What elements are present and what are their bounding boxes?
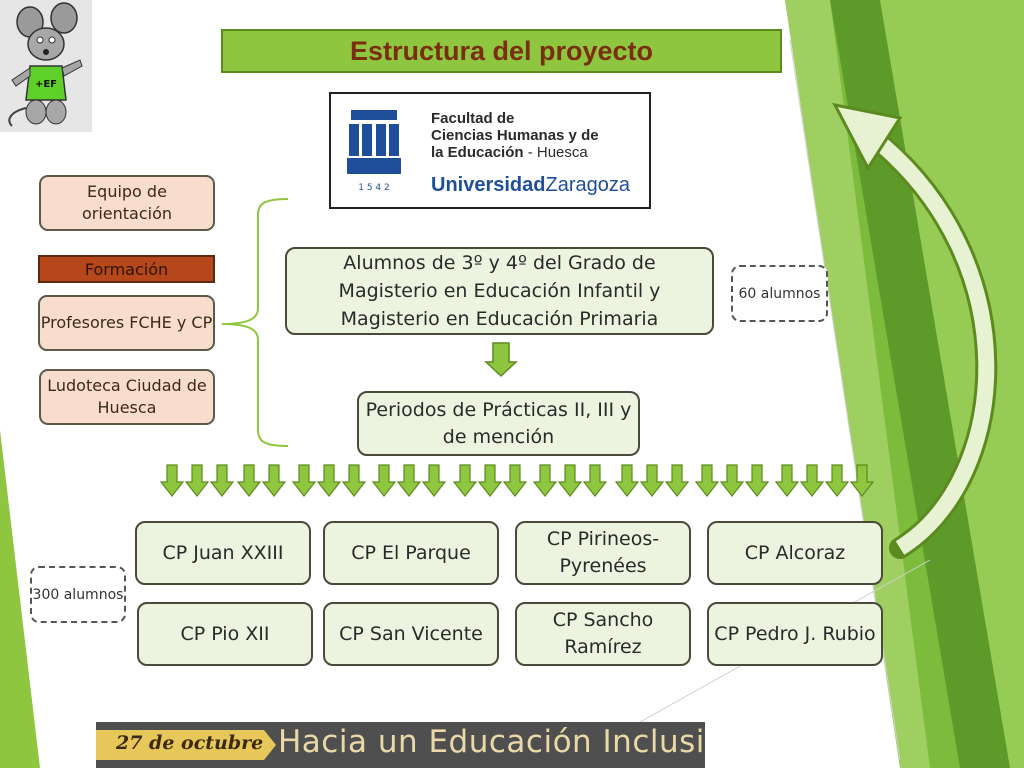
bottom-banner: 27 de octubre Hacia un Educación Inclusi… — [96, 722, 705, 768]
small-down-arrow-icon — [502, 464, 528, 497]
school-el-parque: CP El Parque — [323, 521, 499, 585]
small-down-arrow-icon — [557, 464, 583, 497]
small-down-arrow-icon — [532, 464, 558, 497]
logo-line-3: la Educación - Huesca — [431, 144, 599, 161]
green-stripe-left — [0, 430, 40, 768]
banner-title: Hacia un Educación Inclusiva — [278, 724, 705, 760]
page-title: Estructura del proyecto — [221, 29, 782, 73]
mascot-image: +EF — [0, 0, 92, 132]
curved-arrow-head — [832, 102, 903, 171]
small-down-arrow-icon — [719, 464, 745, 497]
small-down-arrow-icon — [694, 464, 720, 497]
small-down-arrow-icon — [799, 464, 825, 497]
small-down-arrow-icon — [159, 464, 185, 497]
logo-line-3b: - Huesca — [523, 144, 588, 161]
box-periodos-practicas: Periodos de Prácticas II, III y de menci… — [357, 391, 640, 456]
small-down-arrow-icon — [849, 464, 875, 497]
small-down-arrow-icon — [209, 464, 235, 497]
small-down-arrow-icon — [316, 464, 342, 497]
box-formacion: Formación — [38, 255, 215, 283]
university-crest-icon: 1 5 4 2 — [347, 110, 401, 193]
logo-year: 1 5 4 2 — [358, 183, 390, 193]
small-down-arrow-icon — [582, 464, 608, 497]
small-down-arrow-icon — [291, 464, 317, 497]
small-down-arrow-icon — [371, 464, 397, 497]
university-logo: 1 5 4 2 Facultad de Ciencias Humanas y d… — [329, 92, 651, 209]
logo-university: Universidad — [431, 174, 546, 196]
small-down-arrow-icon — [261, 464, 287, 497]
down-arrows-row — [159, 464, 875, 497]
down-arrow — [484, 342, 518, 378]
school-san-vicente: CP San Vicente — [323, 602, 499, 666]
count-60-alumnos: 60 alumnos — [731, 265, 828, 322]
mascot-badge-text: +EF — [35, 79, 57, 90]
small-down-arrow-icon — [639, 464, 665, 497]
small-down-arrow-icon — [664, 464, 690, 497]
green-stripe — [785, 0, 930, 768]
small-down-arrow-icon — [396, 464, 422, 497]
logo-line-1: Facultad de — [431, 110, 515, 127]
school-pedro-j-rubio: CP Pedro J. Rubio — [707, 602, 883, 666]
school-sancho-ramirez: CP Sancho Ramírez — [515, 602, 691, 666]
small-down-arrow-icon — [774, 464, 800, 497]
banner-date: 27 de octubre — [116, 732, 264, 754]
box-alumnos: Alumnos de 3º y 4º del Grado de Magister… — [285, 247, 714, 335]
box-equipo-orientacion: Equipo de orientación — [39, 175, 215, 231]
small-down-arrow-icon — [236, 464, 262, 497]
small-down-arrow-icon — [184, 464, 210, 497]
box-ludoteca: Ludoteca Ciudad de Huesca — [39, 369, 215, 425]
small-down-arrow-icon — [744, 464, 770, 497]
school-alcoraz: CP Alcoraz — [707, 521, 883, 585]
small-down-arrow-icon — [824, 464, 850, 497]
small-down-arrow-icon — [421, 464, 447, 497]
logo-line-2: Ciencias Humanas y de — [431, 127, 599, 144]
school-pio-xii: CP Pio XII — [137, 602, 313, 666]
mouse-mascot-icon: +EF — [8, 2, 83, 127]
logo-zaragoza: Zaragoza — [545, 174, 630, 196]
logo-line-3a: la Educación — [431, 144, 524, 161]
small-down-arrow-icon — [452, 464, 478, 497]
small-down-arrow-icon — [614, 464, 640, 497]
small-down-arrow-icon — [341, 464, 367, 497]
bracket — [221, 198, 289, 447]
small-down-arrow-icon — [477, 464, 503, 497]
banner-shape — [96, 722, 705, 768]
school-pirineos-pyrenees: CP Pirineos-Pyrenées — [515, 521, 691, 585]
box-profesores: Profesores FCHE y CP — [38, 295, 215, 351]
school-juan-xxiii: CP Juan XXIII — [135, 521, 311, 585]
curved-arrow — [865, 128, 995, 555]
count-300-alumnos: 300 alumnos — [30, 566, 126, 623]
